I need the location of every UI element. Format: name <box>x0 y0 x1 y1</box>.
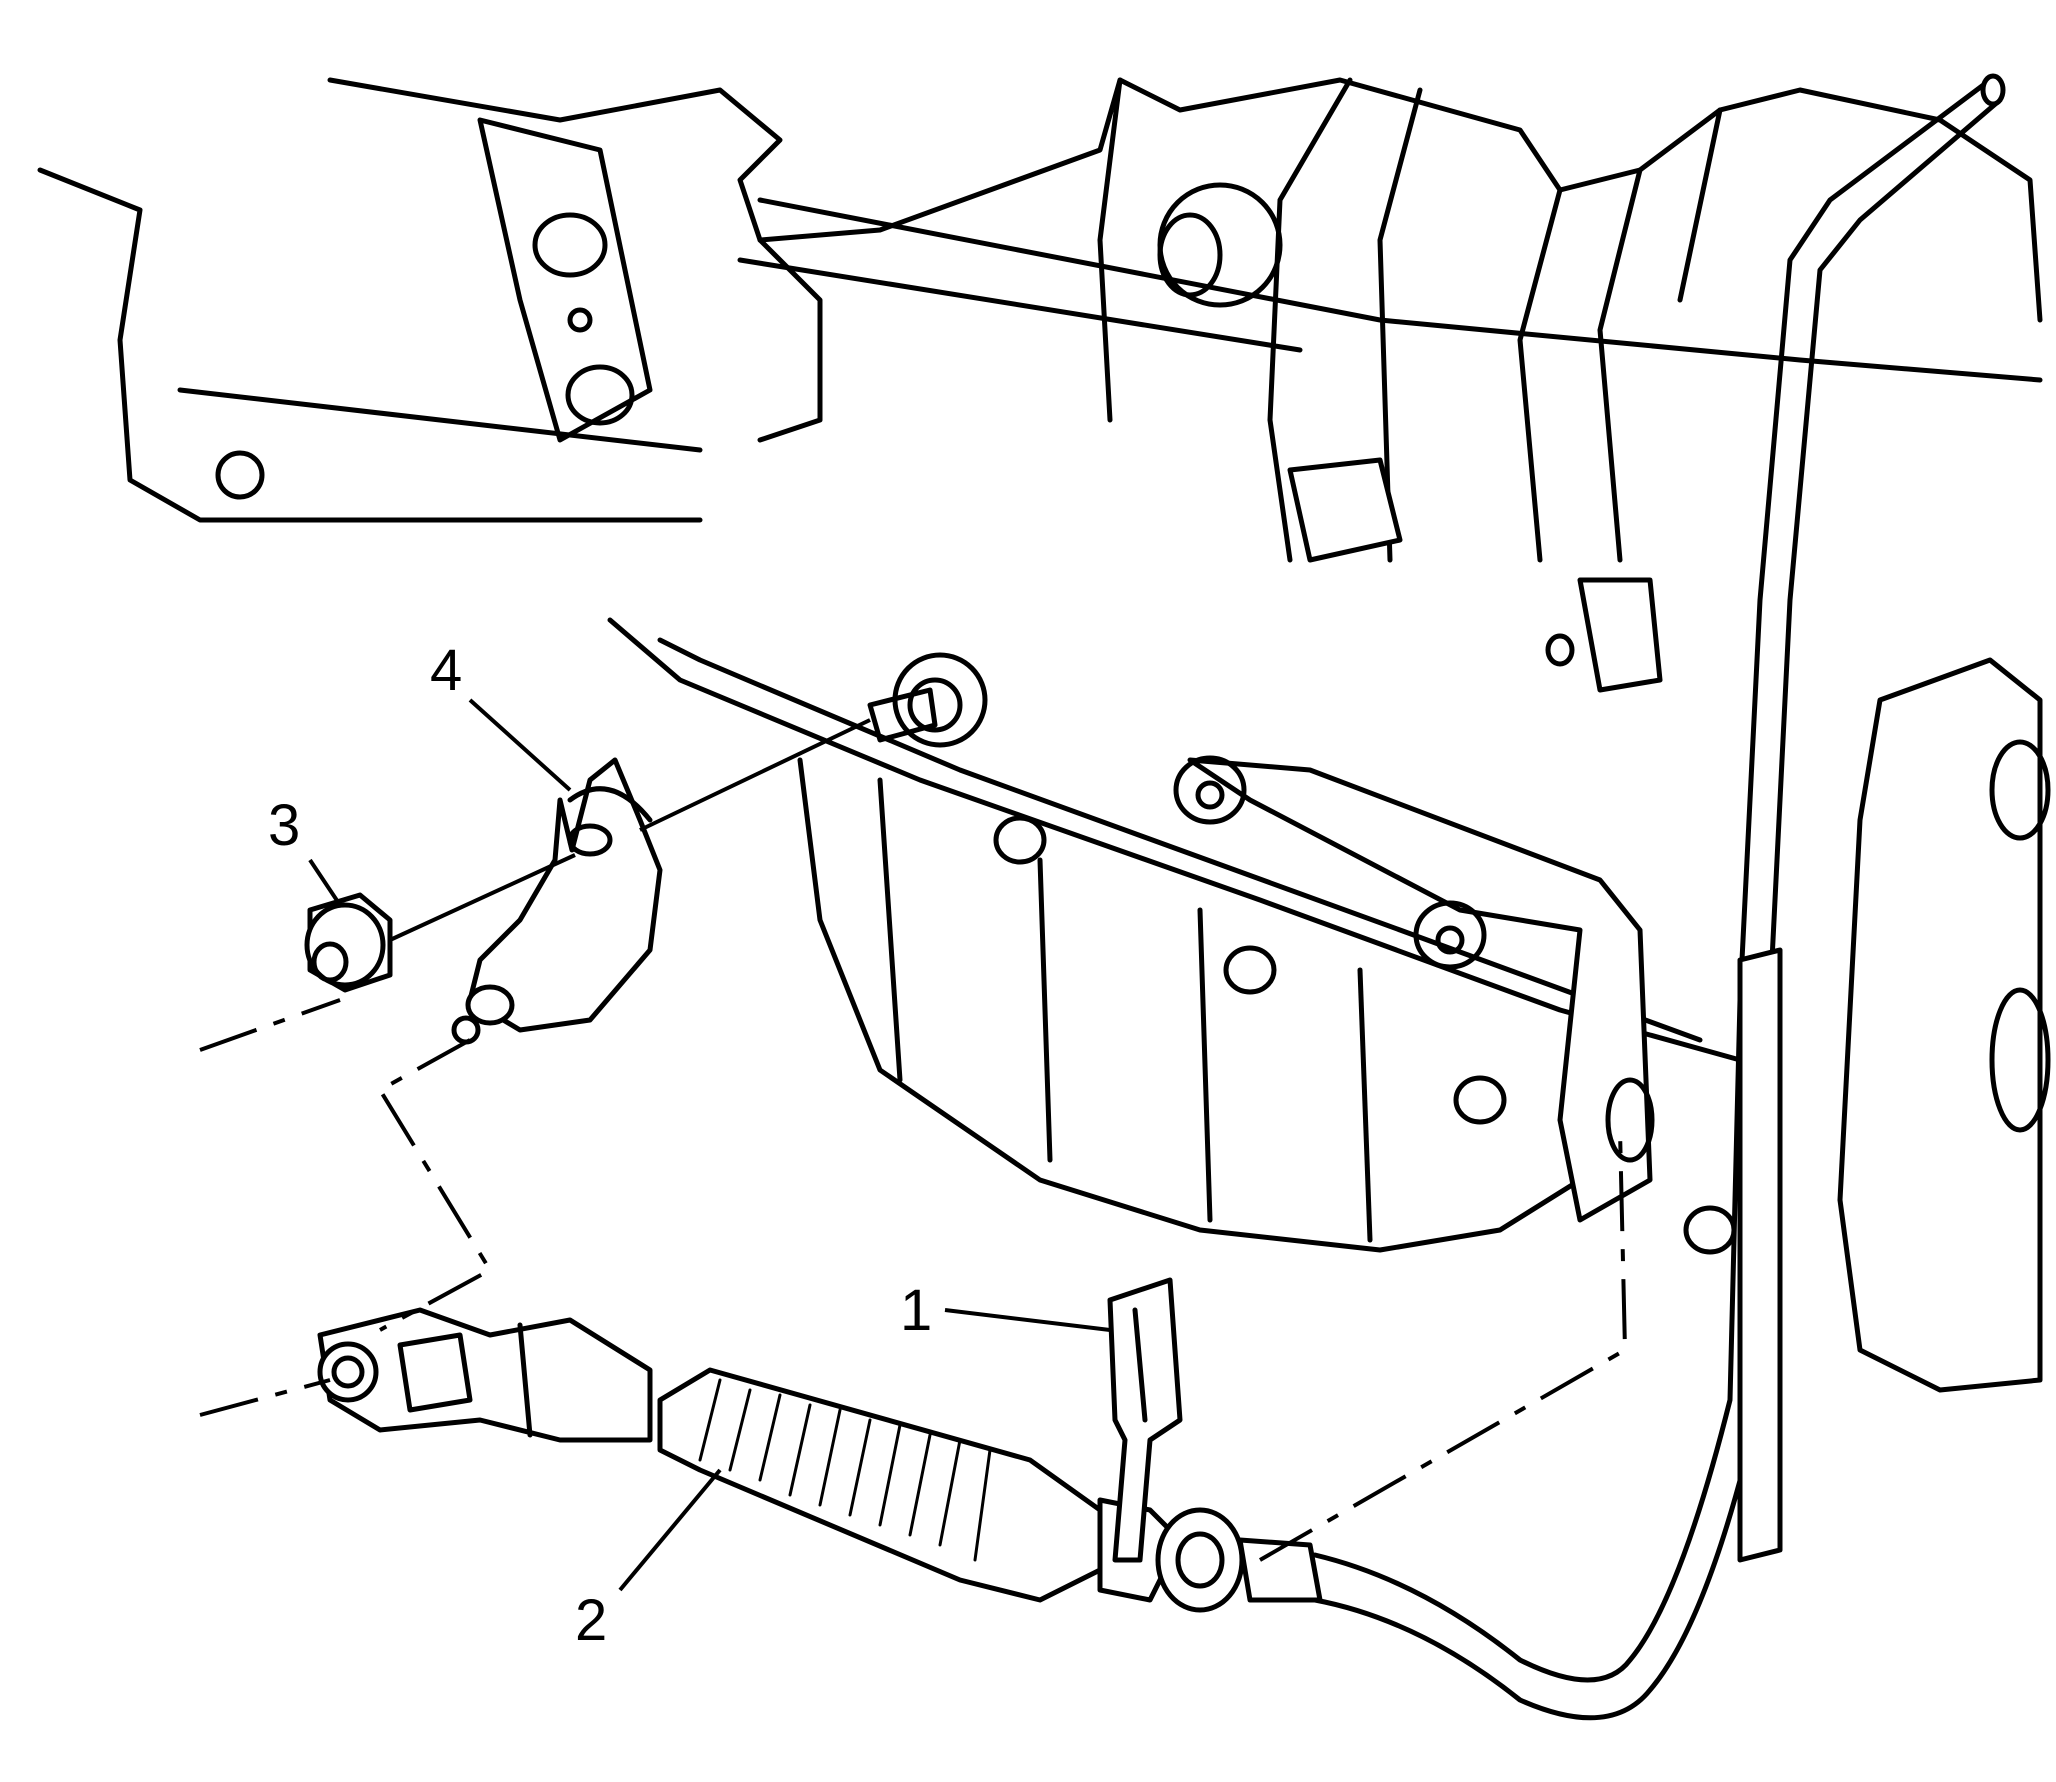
callout-leader-2 <box>618 1468 722 1592</box>
callout-leader-1 <box>944 1308 1111 1332</box>
callout-leader-3 <box>308 858 342 907</box>
callout-label-4: 4 <box>430 638 462 703</box>
transmission-case <box>37 77 2051 1393</box>
callout-label-1: 1 <box>900 1278 932 1343</box>
lever-nut <box>304 892 393 993</box>
callout-leader-4 <box>468 698 572 792</box>
cable-retaining-clip <box>1107 1277 1183 1563</box>
callouts: 1 2 3 4 <box>268 638 1111 1653</box>
callout-label-2: 2 <box>575 1588 607 1653</box>
shift-cable <box>317 73 2006 1721</box>
callout-label-3: 3 <box>268 793 300 858</box>
assembly-centerlines <box>199 718 1628 1562</box>
shift-lever <box>451 757 663 1045</box>
